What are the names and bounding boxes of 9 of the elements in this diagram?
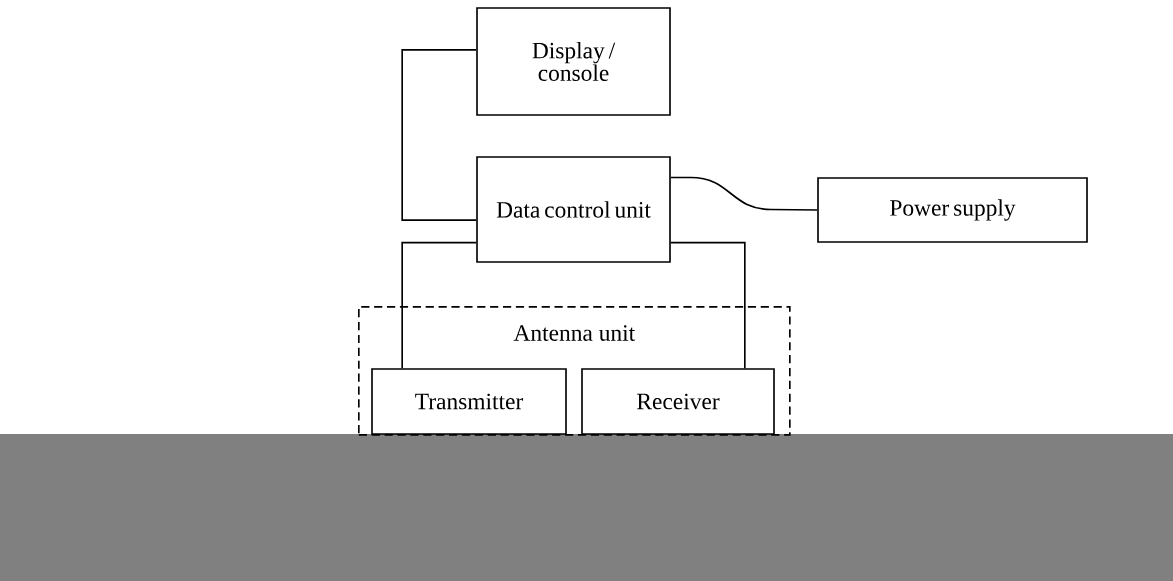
block-box: Display / console — [476, 7, 671, 116]
block-box: Receiver — [581, 368, 775, 435]
connector-line — [670, 241, 746, 369]
block-box: Power supply — [817, 177, 1088, 243]
connector-line — [401, 49, 477, 221]
connector-line — [670, 176, 818, 211]
block-box: Transmitter — [371, 368, 567, 435]
connector-line — [401, 241, 477, 369]
block-box: Data control unit — [476, 156, 671, 263]
